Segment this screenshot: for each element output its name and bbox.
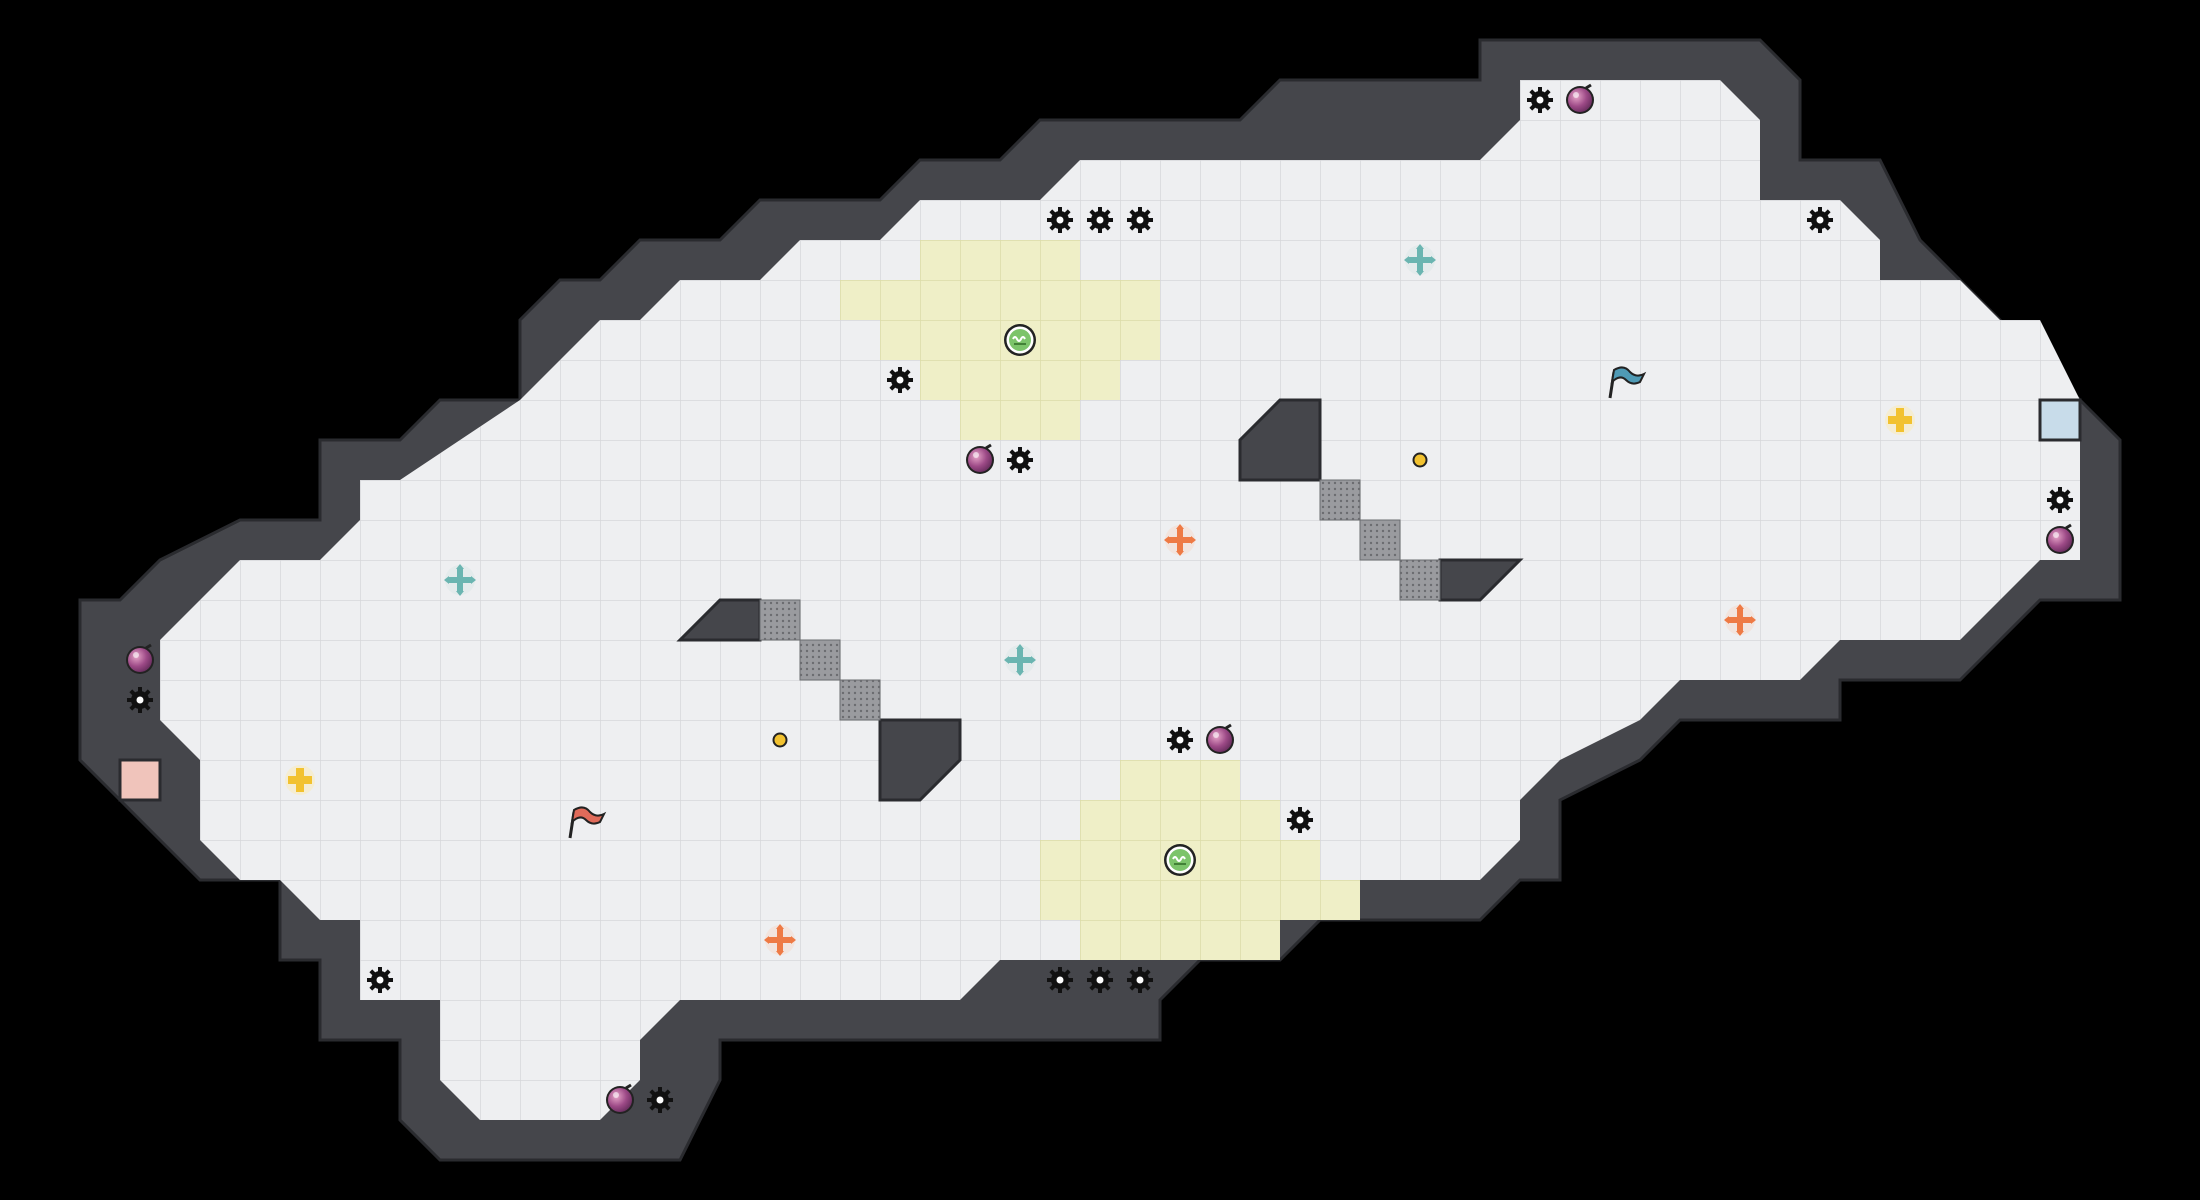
interior-wall: [1238, 398, 1322, 482]
gear-mine-icon[interactable]: [367, 967, 393, 993]
control-zone-upper: [840, 240, 1160, 440]
red-flag-icon[interactable]: [568, 806, 607, 839]
gear-mine-icon[interactable]: [647, 1087, 673, 1113]
gear-mine-icon[interactable]: [887, 367, 913, 393]
gear-mine-icon[interactable]: [2047, 487, 2073, 513]
interior-wall: [878, 718, 962, 802]
gear-mine-icon[interactable]: [1527, 87, 1553, 113]
capture-point-icon[interactable]: [1003, 323, 1037, 357]
gear-mine-icon[interactable]: [1127, 207, 1153, 233]
coin-icon[interactable]: [772, 732, 788, 748]
gear-mine-icon[interactable]: [1127, 967, 1153, 993]
vent-tile: [799, 639, 841, 681]
gear-mine-icon[interactable]: [1287, 807, 1313, 833]
gear-mine-icon[interactable]: [1167, 727, 1193, 753]
gear-mine-icon[interactable]: [1087, 207, 1113, 233]
gear-mine-icon[interactable]: [1047, 207, 1073, 233]
health-cross-icon[interactable]: [285, 765, 315, 795]
gear-mine-icon[interactable]: [1807, 207, 1833, 233]
blue-spawn: [2038, 398, 2082, 442]
vent-tile: [1319, 479, 1361, 521]
vent-tile: [1399, 559, 1441, 601]
red-spawn: [118, 758, 162, 802]
gear-mine-icon[interactable]: [1047, 967, 1073, 993]
coin-icon[interactable]: [1412, 452, 1428, 468]
vent-tile: [759, 599, 801, 641]
vent-tile: [839, 679, 881, 721]
blue-flag-icon[interactable]: [1608, 366, 1647, 399]
health-cross-icon[interactable]: [1885, 405, 1915, 435]
capture-point-icon[interactable]: [1163, 843, 1197, 877]
arena-floor: [160, 80, 2080, 1120]
control-zone-lower: [1040, 760, 1360, 960]
gear-mine-icon[interactable]: [1007, 447, 1033, 473]
gear-mine-icon[interactable]: [127, 687, 153, 713]
vent-tile: [1359, 519, 1401, 561]
gear-mine-icon[interactable]: [1087, 967, 1113, 993]
